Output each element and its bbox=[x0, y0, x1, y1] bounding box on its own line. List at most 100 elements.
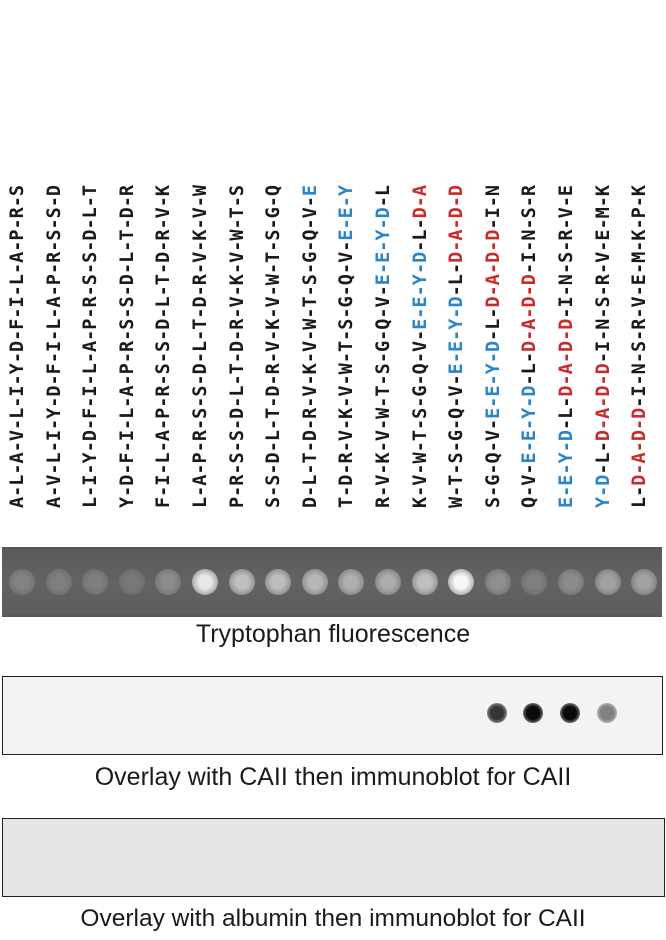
residue-separator: - bbox=[80, 463, 102, 475]
residue-separator: - bbox=[519, 196, 541, 208]
residue-separator: - bbox=[556, 307, 577, 319]
peptide-sequence: D-L-T-D-R-V-K-V-W-T-S-G-Q-V-E bbox=[299, 185, 323, 508]
residue-separator: - bbox=[116, 285, 138, 297]
residue: R bbox=[299, 407, 321, 419]
peptide-sequence: Q-V-E-E-Y-D-L-D-A-D-D-I-N-S-R bbox=[518, 185, 542, 508]
residue: D bbox=[409, 207, 431, 219]
residue: D bbox=[226, 407, 248, 419]
residue: P bbox=[226, 496, 248, 508]
residue-separator: - bbox=[43, 463, 65, 475]
residue-separator: - bbox=[190, 196, 211, 208]
residue: K bbox=[226, 274, 248, 286]
residue-separator: - bbox=[7, 418, 28, 431]
residue: T bbox=[263, 251, 285, 263]
residue-separator: - bbox=[556, 485, 577, 497]
residue-separator: - bbox=[263, 307, 285, 319]
fluorescence-spot bbox=[558, 569, 584, 595]
residue-separator: - bbox=[190, 352, 211, 364]
residue: S bbox=[226, 452, 248, 464]
residue-separator: - bbox=[336, 196, 358, 208]
residue-separator: - bbox=[446, 240, 468, 252]
residue-separator: - bbox=[190, 285, 211, 297]
residue: L bbox=[482, 318, 504, 330]
residue-separator: - bbox=[556, 240, 577, 252]
residue-separator: - bbox=[299, 441, 321, 453]
residue-separator: - bbox=[80, 352, 102, 364]
residue-separator: - bbox=[7, 307, 28, 319]
residue-separator: - bbox=[190, 218, 211, 230]
residue-separator: - bbox=[629, 240, 651, 252]
peptide-sequence: T-D-R-V-K-V-W-T-S-G-Q-V-E-E-Y bbox=[335, 185, 359, 508]
residue: Q bbox=[409, 363, 431, 375]
residue: R bbox=[592, 274, 614, 286]
residue: W bbox=[263, 274, 285, 286]
residue: L bbox=[299, 474, 321, 486]
residue: S bbox=[80, 251, 102, 263]
residue-separator: - bbox=[80, 374, 102, 386]
residue-separator: - bbox=[299, 485, 321, 497]
residue: E bbox=[482, 407, 504, 419]
residue-separator: - bbox=[299, 196, 321, 208]
residue-separator: - bbox=[263, 374, 285, 386]
residue-separator: - bbox=[409, 396, 431, 408]
peptide-sequence: R-V-K-V-W-T-S-G-Q-V-E-E-Y-D-L bbox=[372, 185, 396, 508]
residue: T bbox=[446, 474, 468, 486]
peptide-sequence: S-G-Q-V-E-E-Y-D-L-D-A-D-D-I-N bbox=[482, 185, 506, 508]
residue: R bbox=[556, 229, 577, 241]
albumin-overlay-blot bbox=[2, 818, 665, 897]
residue-separator: - bbox=[116, 262, 138, 275]
caii-overlay-caption: Overlay with CAII then immunoblot for CA… bbox=[94, 763, 572, 791]
residue: K bbox=[409, 496, 431, 508]
residue-separator: - bbox=[80, 485, 102, 497]
residue: V bbox=[226, 251, 248, 263]
residue: Y bbox=[373, 229, 394, 241]
residue-separator: - bbox=[336, 240, 358, 252]
residue-separator: - bbox=[263, 262, 285, 275]
residue: L bbox=[7, 407, 28, 419]
residue: F bbox=[153, 496, 175, 508]
residue: I bbox=[153, 474, 175, 486]
residue: T bbox=[336, 496, 358, 508]
residue: T bbox=[299, 296, 321, 308]
residue-separator: - bbox=[519, 262, 541, 275]
residue: R bbox=[153, 229, 175, 241]
residue: D bbox=[80, 229, 102, 241]
residue: T bbox=[226, 363, 248, 375]
residue: W bbox=[226, 229, 248, 241]
residue-separator: - bbox=[629, 196, 651, 208]
residue-separator: - bbox=[263, 285, 285, 297]
residue-separator: - bbox=[116, 485, 138, 497]
residue-separator: - bbox=[373, 329, 394, 341]
residue: K bbox=[592, 184, 614, 197]
residue-separator: - bbox=[7, 396, 28, 408]
residue-separator: - bbox=[519, 463, 541, 475]
residue-separator: - bbox=[263, 196, 285, 208]
residue: N bbox=[482, 184, 504, 197]
residue: E bbox=[336, 207, 358, 219]
residue-separator: - bbox=[629, 329, 651, 341]
residue: L bbox=[7, 274, 28, 286]
residue-separator: - bbox=[153, 352, 175, 364]
residue: G bbox=[263, 207, 285, 219]
residue-separator: - bbox=[446, 307, 468, 319]
residue: V bbox=[409, 340, 431, 353]
residue: L bbox=[409, 229, 431, 241]
residue: F bbox=[7, 318, 28, 330]
residue-separator: - bbox=[519, 352, 541, 364]
residue-separator: - bbox=[43, 218, 65, 230]
residue-separator: - bbox=[482, 307, 504, 319]
residue: S bbox=[80, 274, 102, 286]
residue: D bbox=[446, 296, 468, 308]
residue: L bbox=[263, 430, 285, 442]
residue: A bbox=[116, 385, 138, 397]
residue-separator: - bbox=[482, 218, 504, 230]
residue-separator: - bbox=[336, 418, 358, 431]
fluorescence-spot bbox=[192, 569, 218, 595]
residue-separator: - bbox=[592, 463, 614, 475]
residue-separator: - bbox=[373, 396, 394, 408]
residue-separator: - bbox=[336, 262, 358, 275]
residue: P bbox=[190, 452, 211, 464]
residue-separator: - bbox=[629, 262, 651, 275]
residue: G bbox=[482, 474, 504, 486]
